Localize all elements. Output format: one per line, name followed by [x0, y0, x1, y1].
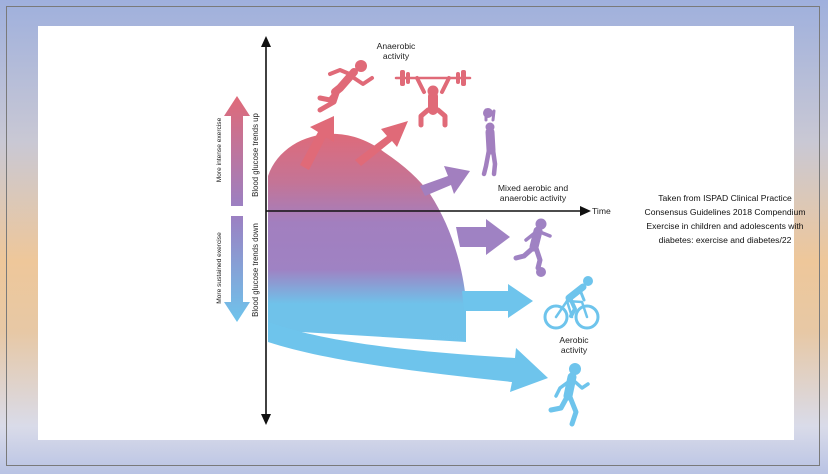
caption-line: Exercise in children and adolescents wit… [646, 221, 804, 231]
frame-border [6, 6, 820, 466]
mixed-arrow-lower [456, 219, 510, 255]
mixed-label-line1: Mixed aerobic and [498, 183, 568, 193]
anaerobic-label-line2: activity [383, 51, 410, 61]
soccer-player-icon [513, 218, 552, 277]
aerobic-arrow-lower [268, 322, 548, 392]
caption-line: diabetes: exercise and diabetes/22 [658, 235, 792, 245]
caption-line: Taken from ISPAD Clinical Practice [658, 193, 792, 203]
basketball-player-icon [481, 108, 498, 177]
time-axis [266, 206, 591, 216]
vertical-axis [261, 36, 271, 425]
mixed-arrow-upper [420, 166, 470, 196]
aerobic-label-line2: activity [561, 345, 588, 355]
intensity-down-arrow [224, 216, 250, 322]
caption-line: Consensus Guidelines 2018 Compendium [644, 207, 806, 217]
weightlifter-icon [394, 70, 472, 128]
time-axis-label: Time [592, 206, 611, 216]
anaerobic-label-line1: Anaerobic [377, 41, 416, 51]
sprinter-icon [317, 60, 374, 113]
cyclist-icon [543, 276, 600, 330]
intense-exercise-label: More intense exercise [216, 117, 223, 182]
glucose-down-label: Blood glucose trends down [251, 223, 260, 317]
runner-icon [548, 363, 590, 427]
glucose-up-label: Blood glucose trends up [251, 113, 260, 197]
intensity-up-arrow [224, 96, 250, 206]
aerobic-arrow-upper [462, 284, 533, 318]
glucose-fan-shape [268, 133, 466, 342]
source-caption: Taken from ISPAD Clinical Practice Conse… [640, 191, 810, 247]
anaerobic-arrow-1 [300, 116, 334, 170]
anaerobic-arrow-2 [355, 121, 408, 166]
aerobic-label-line1: Aerobic [559, 335, 589, 345]
sustained-exercise-label: More sustained exercise [216, 232, 223, 304]
mixed-label-line2: anaerobic activity [500, 193, 567, 203]
